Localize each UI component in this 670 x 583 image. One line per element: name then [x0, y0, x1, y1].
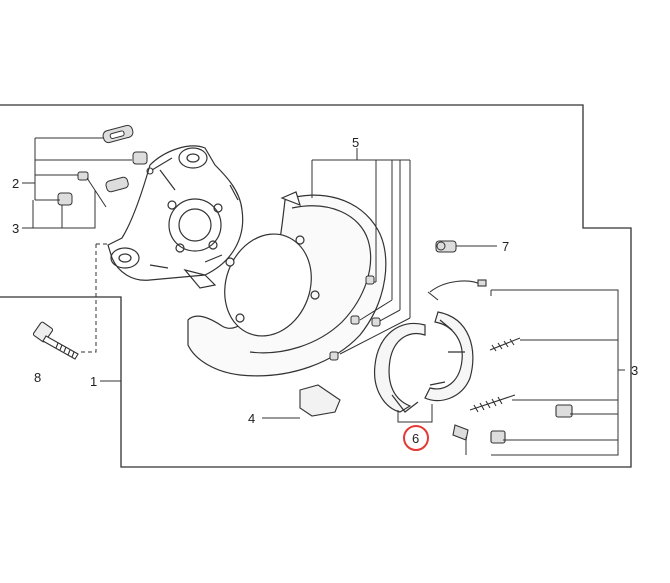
brake-shoes: [373, 311, 474, 413]
reference-dashes: [80, 243, 108, 353]
callout-4: 4: [248, 411, 255, 426]
callout-brackets-left: [22, 137, 132, 229]
callout-6-bracket: [397, 404, 433, 423]
backing-plate: [187, 191, 387, 377]
small-nuts: [329, 275, 381, 361]
clip-parts-2: [57, 124, 148, 208]
callout-1: 1: [90, 374, 97, 389]
callout-2: 2: [12, 176, 19, 191]
knuckle-bolt-icon: [146, 157, 173, 175]
callout-6: 6: [412, 431, 419, 446]
axle-bolt-8: [32, 321, 79, 360]
callout-3-left: 3: [12, 221, 19, 236]
callout-3-right-bracket: [465, 289, 625, 456]
highlight-circle: [403, 425, 429, 451]
callout-8: 8: [34, 370, 41, 385]
callout-5: 5: [352, 135, 359, 150]
callout-3-right: 3: [631, 363, 638, 378]
group-frame: [0, 104, 632, 468]
steering-knuckle: [107, 145, 244, 289]
callout-7: 7: [502, 239, 509, 254]
hardware-kit: [299, 279, 573, 444]
